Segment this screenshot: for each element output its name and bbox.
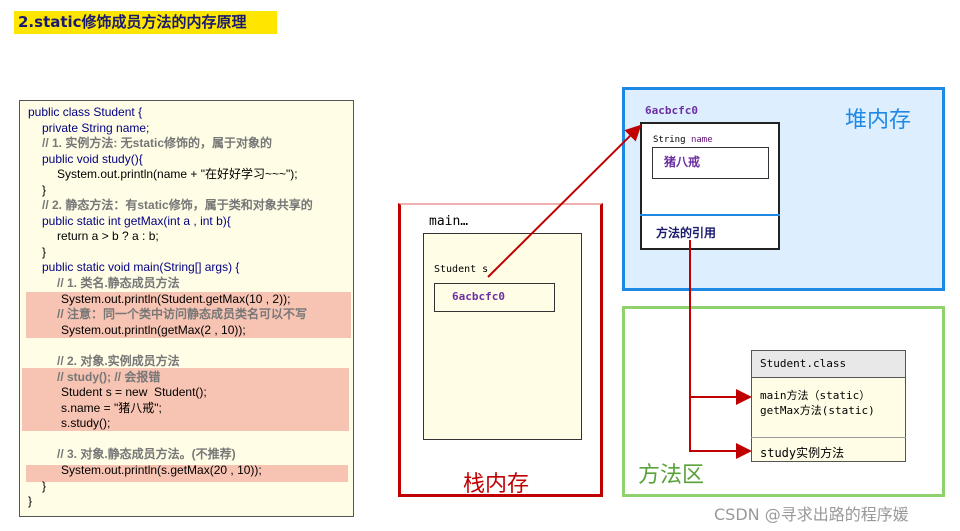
heap-object-address: 6acbcfc0 xyxy=(645,104,698,117)
code-line-call-study: s.study(); xyxy=(61,416,111,430)
name-field-name: name xyxy=(690,135,713,145)
object-divider xyxy=(640,214,780,216)
stack-memory-label: 栈内存 xyxy=(463,472,530,497)
main-frame-label: main… xyxy=(429,214,469,229)
code-line-field: private String name; xyxy=(42,121,150,135)
method-area-region xyxy=(622,306,945,497)
static-method-main: main方法（static） xyxy=(760,389,871,402)
code-comment-classname-static: // 1. 类名.静态成员方法 xyxy=(57,276,180,290)
code-line-brace-1: } xyxy=(42,183,47,197)
code-line-call-2: System.out.println(getMax(2 , 10)); xyxy=(61,323,246,337)
class-separator xyxy=(751,437,906,438)
code-line-call-1: System.out.println(Student.getMax(10 , 2… xyxy=(61,292,291,306)
code-comment-instance: // 1. 实例方法: 无static修饰的，属于对象的 xyxy=(42,136,273,150)
name-field-label: String name xyxy=(653,135,713,145)
student-variable-address: 6acbcfc0 xyxy=(452,290,505,303)
heap-to-instance-method-arrow xyxy=(689,397,752,459)
code-line-assign-name: s.name = "猪八戒"; xyxy=(61,401,162,415)
code-line-study-body: System.out.println(name + "在好好学习~~~"); xyxy=(57,167,298,181)
code-line-brace-4: } xyxy=(28,494,33,508)
csdn-watermark: CSDN @寻求出路的程序媛 xyxy=(714,505,909,524)
name-field-box xyxy=(652,147,769,179)
code-comment-object-static: // 3. 对象.静态成员方法。(不推荐) xyxy=(57,447,236,461)
code-line-call-3: System.out.println(s.getMax(20 , 10)); xyxy=(61,463,262,477)
section-title: 2.static修饰成员方法的内存原理 xyxy=(14,11,277,34)
code-line-brace-3: } xyxy=(42,479,47,493)
heap-to-static-methods-arrow xyxy=(689,240,752,405)
method-reference-label: 方法的引用 xyxy=(656,226,717,240)
highlight-object-usage xyxy=(22,368,349,431)
heap-memory-label: 堆内存 xyxy=(845,108,912,133)
code-line-main-decl: public static void main(String[] args) { xyxy=(42,260,240,274)
code-line-getmax-decl: public static int getMax(int a , int b){ xyxy=(42,214,231,228)
code-comment-object-instance: // 2. 对象.实例成员方法 xyxy=(57,354,180,368)
code-line-brace-2: } xyxy=(42,245,47,259)
instance-method-study: study实例方法 xyxy=(760,446,845,460)
student-object xyxy=(640,122,780,250)
highlight-getmax-calls xyxy=(26,292,351,338)
method-area-label: 方法区 xyxy=(638,463,705,488)
stack-to-heap-arrow xyxy=(487,124,642,278)
student-variable-label: Student s xyxy=(434,264,489,275)
name-field-type: String xyxy=(653,135,686,145)
student-class-title: Student.class xyxy=(760,357,847,370)
highlight-static-via-object xyxy=(26,465,348,482)
static-method-getmax: getMax方法(static) xyxy=(760,404,875,417)
code-comment-note: // 注意：同一个类中访问静态成员类名可以不写 xyxy=(57,307,308,321)
code-line-class-decl: public class Student { xyxy=(28,105,143,119)
name-field-value: 猪八戒 xyxy=(664,155,701,169)
code-line-study-decl: public void study(){ xyxy=(42,152,143,166)
student-variable-box xyxy=(434,283,555,312)
stack-memory-region xyxy=(398,203,603,497)
code-line-new-student: Student s = new Student(); xyxy=(61,385,207,399)
code-comment-static: // 2. 静态方法：有static修饰，属于类和对象共享的 xyxy=(42,198,313,212)
main-stack-frame xyxy=(423,233,582,440)
student-class-header xyxy=(751,350,906,378)
code-line-getmax-body: return a > b ? a : b; xyxy=(57,229,159,243)
code-comment-error: // study(); // 会报错 xyxy=(57,370,161,384)
